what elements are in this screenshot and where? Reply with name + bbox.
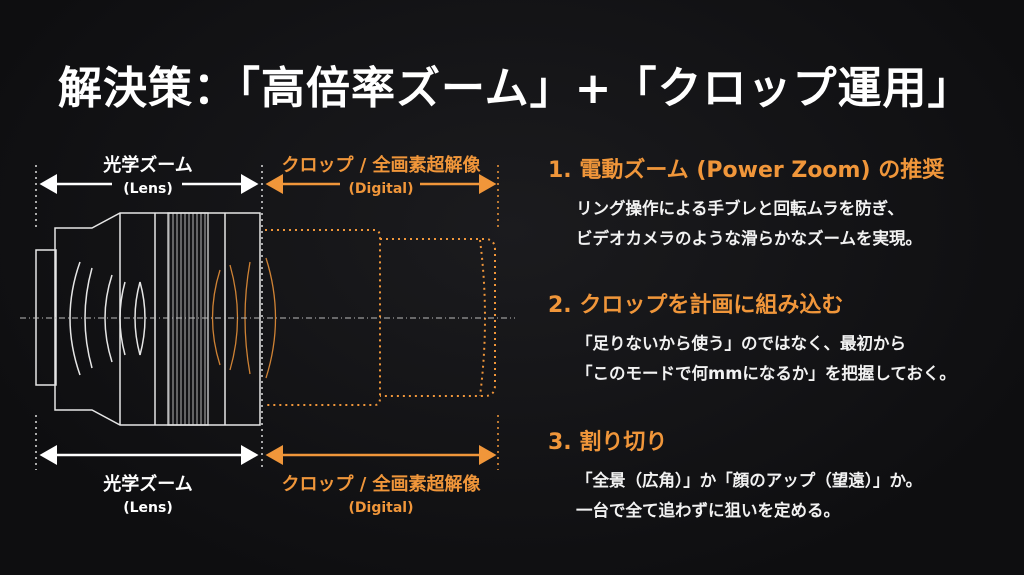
digital-zoom-title: クロップ / 全画素超解像 <box>281 155 481 176</box>
point-heading: 2. クロップを計画に組み込む <box>548 293 844 318</box>
point-line: 「全景（広角）」か「顔のアップ（望遠）」か。 <box>576 471 923 490</box>
point-heading: 3. 割り切り <box>548 430 668 455</box>
digital-zoom-label-bottom: クロップ / 全画素超解像 (Digital) <box>281 470 480 516</box>
point-1: 1. 電動ズーム (Power Zoom) の推奨 リング操作による手ブレと回転… <box>548 152 944 254</box>
lens-body <box>35 212 261 426</box>
optical-zoom-title: 光学ズーム <box>103 474 193 495</box>
digital-zoom-sub: (Digital) <box>348 500 414 516</box>
range-markers <box>35 165 499 470</box>
optical-zoom-label-bottom: 光学ズーム (Lens) <box>103 470 192 516</box>
optical-zoom-sub: (Lens) <box>123 181 173 197</box>
digital-zoom-sub: (Digital) <box>348 181 414 197</box>
point-body: 「足りないから使う」のではなく、最初から「このモードで何mmになるか」を把握して… <box>576 329 956 389</box>
point-line: ビデオカメラのような滑らかなズームを実現。 <box>576 229 923 248</box>
point-line: 「このモードで何mmになるか」を把握しておく。 <box>576 364 956 383</box>
point-2: 2. クロップを計画に組み込む 「足りないから使う」のではなく、最初から「このモ… <box>548 287 956 389</box>
point-body: リング操作による手ブレと回転ムラを防ぎ、ビデオカメラのような滑らかなズームを実現… <box>576 194 944 254</box>
optical-zoom-title: 光学ズーム <box>103 155 193 176</box>
optical-zoom-label-top: 光学ズーム (Lens) <box>103 151 192 197</box>
optical-zoom-sub: (Lens) <box>123 500 173 516</box>
point-body: 「全景（広角）」か「顔のアップ（望遠）」か。一台で全て追わずに狙いを定める。 <box>576 466 922 526</box>
point-heading: 1. 電動ズーム (Power Zoom) の推奨 <box>548 158 945 183</box>
digital-zoom-label-top: クロップ / 全画素超解像 (Digital) <box>281 151 480 197</box>
point-3: 3. 割り切り 「全景（広角）」か「顔のアップ（望遠）」か。一台で全て追わずに狙… <box>548 424 922 526</box>
point-line: リング操作による手ブレと回転ムラを防ぎ、 <box>576 199 904 218</box>
point-line: 「足りないから使う」のではなく、最初から <box>576 334 906 353</box>
slide-title: 解決策：「高倍率ズーム」+「クロップ運用」 <box>58 63 973 114</box>
point-line: 一台で全て追わずに狙いを定める。 <box>576 501 840 520</box>
digital-zoom-title: クロップ / 全画素超解像 <box>281 474 481 495</box>
